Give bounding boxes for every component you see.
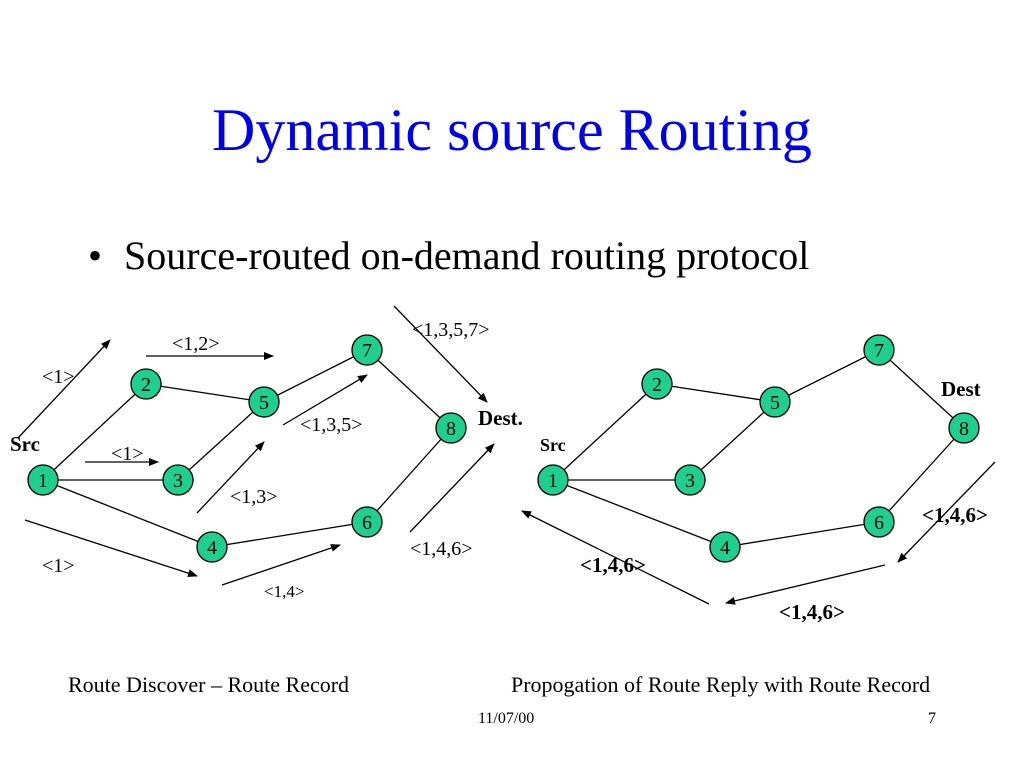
right-nodes: 1 2 3 4 5 6 7 8 xyxy=(537,334,980,563)
svg-text:5: 5 xyxy=(770,392,780,414)
node-3: 3 xyxy=(674,464,706,496)
arrow-4-to-6 xyxy=(221,544,341,586)
reply-arrow-6-to-4 xyxy=(725,564,886,605)
reply-arrow-8-to-6 xyxy=(897,461,996,563)
node-4: 4 xyxy=(709,531,741,563)
svg-text:1: 1 xyxy=(38,470,48,492)
svg-text:4: 4 xyxy=(720,537,730,559)
route-record-label: <1> xyxy=(42,555,75,577)
bullet-text: Source-routed on-demand routing protocol xyxy=(124,233,810,278)
left-edges xyxy=(42,349,452,548)
route-record-label: <1,3,5,7> xyxy=(412,319,490,341)
reply-record-label: <1,4,6> xyxy=(922,503,988,527)
svg-text:8: 8 xyxy=(959,418,969,440)
node-2: 2 xyxy=(641,368,673,400)
edge-7-8 xyxy=(878,349,965,429)
node-1: 1 xyxy=(27,464,59,496)
route-record-label: <1> xyxy=(111,443,144,465)
arrow-3-to-5 xyxy=(196,441,265,514)
node-5: 5 xyxy=(759,386,791,418)
left-nodes: 1 2 3 4 5 6 7 8 xyxy=(27,334,467,563)
svg-text:1: 1 xyxy=(548,470,558,492)
svg-text:7: 7 xyxy=(362,340,372,362)
arrow-1-to-2 xyxy=(17,339,111,439)
arrow-6-to-8 xyxy=(409,443,495,533)
route-record-label: <1,3> xyxy=(230,486,278,508)
node-6: 6 xyxy=(351,506,383,538)
edge-2-5 xyxy=(145,383,265,403)
left-arrows xyxy=(17,305,495,586)
reply-record-label: <1,4,6> xyxy=(779,600,845,624)
bullet-dot: • xyxy=(88,233,103,278)
route-record-label: <1,2> xyxy=(172,333,220,355)
reply-arrow-4-to-1 xyxy=(521,510,710,605)
svg-text:6: 6 xyxy=(874,512,884,534)
dest-label: Dest. xyxy=(478,406,523,430)
svg-text:2: 2 xyxy=(652,374,662,396)
node-2: 2 xyxy=(130,368,162,400)
node-5: 5 xyxy=(248,386,280,418)
edge-1-4 xyxy=(552,479,726,548)
node-6: 6 xyxy=(863,506,895,538)
svg-text:2: 2 xyxy=(141,374,151,396)
slide-title: Dynamic source Routing xyxy=(212,97,812,163)
node-4: 4 xyxy=(196,531,228,563)
page-number: 7 xyxy=(928,710,936,727)
route-record-label: <1,4,6> xyxy=(410,538,473,560)
svg-text:5: 5 xyxy=(259,392,269,414)
arrow-5-to-7 xyxy=(282,374,368,426)
svg-text:4: 4 xyxy=(207,537,217,559)
src-label: Src xyxy=(540,435,566,455)
edge-4-6 xyxy=(724,521,880,548)
edge-2-5 xyxy=(656,383,776,403)
edge-3-5 xyxy=(177,401,265,481)
node-8: 8 xyxy=(435,412,467,444)
node-7: 7 xyxy=(863,334,895,366)
edge-5-7 xyxy=(774,349,880,403)
right-arrows xyxy=(521,461,996,605)
edge-6-8 xyxy=(878,427,965,523)
edge-3-5 xyxy=(689,401,776,481)
svg-text:3: 3 xyxy=(173,470,183,492)
edge-1-2 xyxy=(552,383,658,481)
route-record-label: <1,4> xyxy=(264,582,304,601)
svg-text:7: 7 xyxy=(874,340,884,362)
route-record-label: <1,3,5> xyxy=(300,414,363,436)
node-8: 8 xyxy=(948,412,980,444)
dest-label: Dest xyxy=(941,377,981,401)
right-diagram: 1 2 3 4 5 6 7 8 Src Dest <1,4,6> <1,4,6>… xyxy=(521,334,996,624)
bullet-item: • Source-routed on-demand routing protoco… xyxy=(88,234,809,278)
route-record-label: <1> xyxy=(42,366,75,388)
svg-text:6: 6 xyxy=(362,512,372,534)
svg-text:3: 3 xyxy=(685,470,695,492)
arrow-1-to-4 xyxy=(24,519,198,578)
node-7: 7 xyxy=(351,334,383,366)
svg-text:8: 8 xyxy=(446,418,456,440)
src-label: Src xyxy=(10,432,40,456)
left-caption: Route Discover – Route Record xyxy=(68,672,350,697)
footer-date: 11/07/00 xyxy=(478,710,535,727)
left-diagram: 1 2 3 4 5 6 7 8 Src Dest. <1> <1,2> <1> … xyxy=(10,305,523,601)
right-edges xyxy=(552,349,965,548)
node-1: 1 xyxy=(537,464,569,496)
reply-record-label: <1,4,6> xyxy=(580,553,646,577)
edge-7-8 xyxy=(366,349,452,429)
edge-5-7 xyxy=(263,349,368,403)
right-caption: Propogation of Route Reply with Route Re… xyxy=(511,672,931,697)
edge-4-6 xyxy=(211,521,368,548)
edge-1-2 xyxy=(42,383,147,481)
node-3: 3 xyxy=(162,464,194,496)
edge-1-4 xyxy=(42,479,213,548)
edge-6-8 xyxy=(366,427,452,523)
arrow-7-to-8 xyxy=(393,305,488,403)
